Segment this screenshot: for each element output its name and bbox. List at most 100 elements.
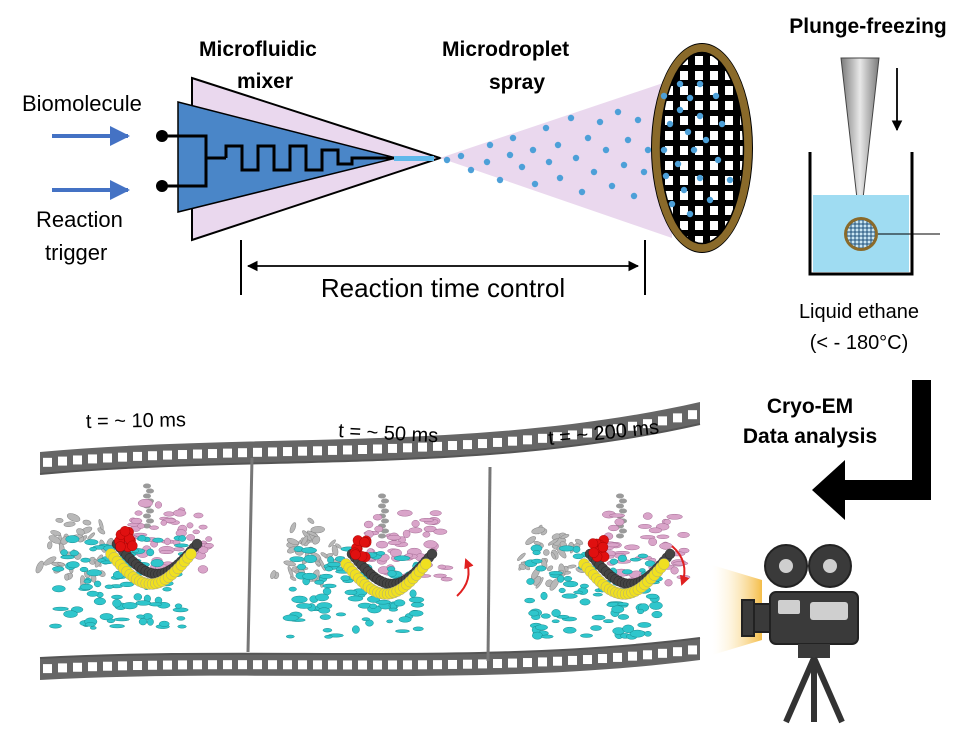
sprocket-hole-top — [433, 441, 442, 451]
pink-subunit-coil — [608, 513, 626, 518]
sprocket-hole-top — [508, 436, 517, 446]
droplet — [556, 174, 564, 182]
grid-droplet — [714, 156, 722, 164]
gray-subunit-coil — [66, 513, 81, 522]
gray-subunit-coil — [82, 519, 92, 526]
droplet — [644, 146, 652, 154]
pink-subunit-coil — [386, 534, 402, 541]
cyan-subunit-coil — [540, 591, 548, 600]
droplet — [529, 146, 537, 154]
cyan-subunit-coil — [344, 589, 358, 596]
cyan-subunit-coil — [386, 619, 394, 624]
cyan-subunit-coil — [324, 634, 333, 639]
sprocket-hole-top — [208, 449, 217, 459]
cyan-subunit-coil — [288, 586, 297, 592]
sprocket-hole-bottom — [103, 661, 112, 671]
cyan-subunit-coil — [89, 546, 97, 552]
helix-segment — [381, 518, 389, 524]
cyan-subunit-coil — [347, 595, 364, 602]
pink-subunit-coil — [419, 518, 435, 523]
cyan-subunit-coil — [52, 566, 65, 572]
sprocket-hole-bottom — [163, 660, 172, 670]
cyan-subunit-coil — [152, 537, 164, 543]
gray-subunit-coil — [335, 543, 342, 549]
cyan-subunit-coil — [285, 634, 295, 639]
pink-subunit-coil — [433, 573, 447, 578]
cyan-subunit-coil — [409, 589, 417, 598]
cyan-subunit-coil — [52, 606, 69, 611]
gray-subunit-coil — [567, 564, 577, 569]
pink-subunit-coil — [173, 547, 185, 552]
cyan-subunit-coil — [645, 593, 659, 600]
grid-bar-vertical — [718, 52, 725, 244]
analysis-label-line1: Cryo-EM — [767, 395, 853, 418]
gray-subunit-coil — [307, 517, 315, 524]
pink-subunit-coil — [656, 534, 670, 539]
helix-segment — [378, 503, 386, 509]
gray-subunit-coil — [310, 526, 325, 534]
grid-droplet — [674, 160, 682, 168]
grid-droplet — [668, 200, 676, 208]
cyan-subunit-coil — [524, 597, 536, 604]
sprocket-hole-bottom — [658, 648, 667, 658]
cyan-subunit-coil — [558, 587, 566, 594]
cyan-subunit-coil — [622, 624, 635, 634]
droplet — [640, 168, 648, 176]
camera-lens-hood — [741, 599, 755, 637]
film-frame-top-line — [39, 423, 701, 475]
cyan-subunit-coil — [146, 548, 155, 557]
cyan-subunit-coil — [83, 579, 91, 584]
ligand-sphere — [587, 538, 599, 549]
gray-subunit-coil — [318, 558, 326, 571]
gray-subunit-coil — [35, 560, 44, 574]
pink-subunit-coil — [205, 536, 213, 542]
sprocket-hole-top — [103, 453, 112, 463]
cyan-subunit-coil — [111, 594, 123, 600]
gray-subunit-coil — [550, 552, 556, 560]
grid-droplet — [686, 94, 694, 102]
gray-subunit-coil — [547, 565, 554, 572]
cyan-subunit-coil — [580, 633, 593, 638]
cyan-subunit-coil — [106, 618, 115, 624]
sprocket-hole-bottom — [178, 660, 187, 670]
gray-subunit-coil — [301, 535, 309, 546]
cyan-subunit-coil — [629, 557, 642, 562]
gray-subunit-coil — [286, 538, 300, 546]
helix-segment — [616, 533, 624, 539]
pink-subunit-coil — [677, 532, 690, 538]
sprocket-hole-top — [268, 447, 277, 457]
sprocket-hole-top — [553, 432, 562, 442]
sprocket-hole-top — [658, 416, 667, 426]
cyan-subunit-coil — [66, 561, 80, 569]
pink-subunit-coil — [614, 518, 625, 526]
pink-subunit-coil — [159, 550, 174, 555]
cyan-subunit-coil — [561, 593, 578, 599]
serpentine-mixing-channel — [224, 144, 394, 172]
cyan-subunit-coil — [639, 568, 646, 573]
grid-bar-horizontal — [660, 52, 744, 56]
em-grid-ring-inner — [659, 51, 745, 245]
grid-bar-horizontal — [660, 110, 744, 116]
cyan-subunit-coil — [535, 565, 547, 572]
droplet — [545, 158, 553, 166]
pink-subunit-coil — [670, 566, 679, 575]
cyan-subunit-coil — [562, 626, 577, 634]
cyan-subunit-coil — [84, 539, 99, 546]
sprocket-hole-bottom — [643, 650, 652, 660]
cyan-subunit-coil — [562, 580, 579, 588]
cyan-subunit-coil — [89, 626, 97, 630]
cyan-subunit-coil — [376, 551, 386, 556]
dna-sphere-yellow — [420, 558, 432, 570]
pink-subunit-coil — [642, 512, 653, 520]
cyan-subunit-coil — [540, 613, 551, 619]
grid-bar-vertical — [733, 52, 740, 244]
grid-droplet — [696, 80, 704, 88]
cyan-subunit-coil — [408, 596, 425, 603]
cyan-subunit-coil — [172, 607, 189, 613]
ligand-sphere — [597, 541, 609, 553]
cyan-subunit-coil — [361, 617, 371, 622]
cyan-subunit-coil — [99, 613, 114, 621]
sprocket-hole-bottom — [133, 661, 142, 671]
cyan-subunit-coil — [318, 607, 331, 614]
